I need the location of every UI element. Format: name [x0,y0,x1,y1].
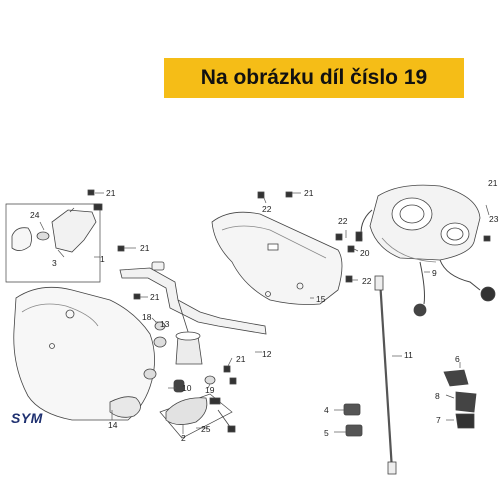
part-number-banner: Na obrázku díl číslo 19 [164,58,464,98]
callout-22: 22 [262,204,272,214]
callout-24: 24 [30,210,40,220]
handle-cover-rear [211,211,343,305]
banner-text: Na obrázku díl číslo 19 [200,66,428,89]
headlight-reflector-assembly [5,203,103,283]
front-headlight-cover [13,286,157,421]
callout-23: 23 [489,214,499,224]
callout-12: 12 [262,349,272,359]
callout-labels: 21 24 3 1 21 21 22 21 21 22 20 22 23 9 18 13 15 12 11 6 8 7 4 5… [30,178,499,443]
callout-9: 9 [432,268,437,278]
callout-21: 21 [304,188,314,198]
callout-22: 22 [338,216,348,226]
callout-15: 15 [316,294,326,304]
speedometer-assembly [355,184,496,317]
callout-25: 25 [201,424,211,434]
callout-10: 10 [182,383,192,393]
turn-signal-lamp [159,393,236,439]
callout-18: 18 [142,312,152,322]
handlebar [119,261,267,393]
handlebar-switches [443,369,477,429]
screws [87,189,491,385]
callout-4: 4 [324,405,329,415]
callout-14: 14 [108,420,118,430]
callout-3: 3 [52,258,57,268]
callout-11: 11 [404,350,413,360]
callout-20: 20 [360,248,370,258]
callout-5: 5 [324,428,329,438]
leader-lines [39,192,490,434]
callout-22: 22 [362,276,372,286]
callout-21: 21 [150,292,160,302]
callout-21: 21 [106,188,116,198]
callout-21: 21 [140,243,150,253]
speedometer-cable [374,275,397,475]
callout-19: 19 [205,385,215,395]
callout-2: 2 [181,433,186,443]
callout-1: 1 [100,254,105,264]
callout-13: 13 [160,319,170,329]
callout-21: 21 [236,354,246,364]
sym-logo: SYM [11,410,43,426]
callout-7: 7 [436,415,441,425]
callout-21: 21 [488,178,498,188]
callout-8: 8 [435,391,440,401]
callout-6: 6 [455,354,460,364]
connectors [343,403,363,437]
